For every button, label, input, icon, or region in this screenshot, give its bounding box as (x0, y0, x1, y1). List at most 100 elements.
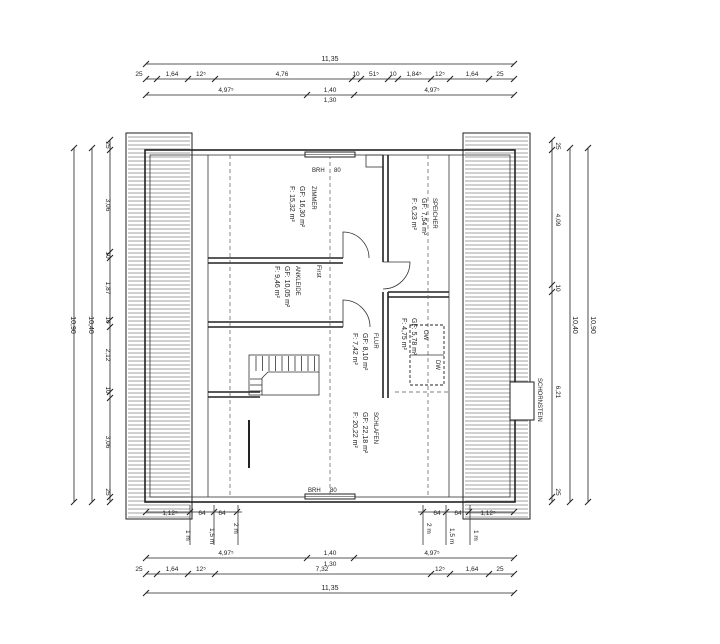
dim-top-10: 1,64 (466, 71, 479, 78)
dim-tick (548, 288, 556, 296)
dim-tick (446, 75, 454, 83)
dim-left-9: 25 (104, 488, 111, 496)
dim-tick (548, 281, 556, 289)
dim-bottom-upper-sub: 1,30 (324, 561, 337, 568)
dim-bl-3: 64 (218, 510, 226, 517)
left-dimension-chains: 10,90 10,40 25 3,06 10 1,87 10 2,12 10 3… (69, 136, 114, 506)
dim-tick (153, 570, 161, 578)
dim-bottom-upper-3: 4,97⁵ (424, 550, 440, 557)
dim-bottom-6: 1,64 (466, 566, 479, 573)
dim-br-3: 1,12⁵ (480, 510, 496, 517)
dim-right-1: 25 (554, 142, 561, 150)
dim-left-2: 3,06 (104, 199, 111, 212)
dim-tick (427, 570, 435, 578)
dim-top-lower-1: 4,97⁵ (218, 87, 234, 94)
room-speicher: SPEICHER GF: 7,54 m² F: 6,23 m² (410, 198, 437, 236)
dim-bottom-2: 1,64 (166, 566, 179, 573)
room-speicher-gf: GF: 7,54 m² (420, 198, 427, 236)
room-flur-name: FLUR (372, 333, 378, 349)
dim-top-lower-2: 1,40 (324, 87, 337, 94)
door-swings (342, 231, 411, 328)
dim-tick (394, 75, 402, 83)
bottom-dimension-chains: 4,97⁵ 1,40 4,97⁵ 1,30 25 1,64 12⁵ 7,32 1… (135, 550, 518, 597)
dim-top-3: 12⁵ (196, 71, 206, 78)
dim-tick (106, 316, 114, 324)
dim-tick (510, 570, 518, 578)
room-bad: GF: 5,78 m² F: 4,75 m² (400, 318, 417, 356)
dim-top-8: 1,84⁵ (406, 71, 422, 78)
dim-bottom-1: 25 (135, 566, 143, 573)
room-zimmer-name: ZIMMER (310, 186, 316, 210)
dim-top-5: 10 (352, 71, 360, 78)
dim-bottom-upper-2: 1,40 (324, 550, 337, 557)
room-zimmer-gf: GF: 16,30 m² (298, 186, 305, 228)
room-flur: FLUR GF: 8,10 m² F: 7,42 m² (351, 333, 378, 371)
room-zimmer: ZIMMER GF: 16,30 m² F: 15,32 m² (288, 186, 316, 228)
dim-right-2: 4,09 (554, 214, 561, 227)
dim-bottom-3: 12⁵ (196, 566, 206, 573)
height-lines (229, 155, 449, 497)
room-bad-f: F: 4,75 m² (400, 318, 407, 351)
top-dimension-chains: 11,35 25 1,64 12⁵ 4,76 10 51⁵ 10 1,84⁵ 1… (135, 56, 518, 104)
dim-tick (348, 75, 356, 83)
window-top (304, 151, 356, 158)
dim-bottom-5: 12⁵ (435, 566, 445, 573)
dim-right-3: 10 (554, 284, 561, 292)
dim-tick (106, 388, 114, 396)
dim-tick (510, 75, 518, 83)
dim-tick (446, 570, 454, 578)
dim-tick (106, 146, 114, 154)
room-schlafen-f: F: 20,22 m² (351, 412, 358, 448)
roof-eave-right (462, 132, 531, 520)
dim-tick (106, 254, 114, 262)
room-zimmer-f: F: 15,32 m² (288, 186, 295, 222)
roof-eave-left (125, 132, 193, 520)
room-bad-name: BAD (422, 302, 428, 315)
right-outer-dim: 10,90 (589, 316, 596, 334)
dim-tick (106, 323, 114, 331)
room-speicher-name: SPEICHER (431, 198, 437, 229)
dim-bottom-7: 25 (496, 566, 504, 573)
dim-tick (384, 75, 392, 83)
dim-tick (106, 394, 114, 402)
dim-tick (142, 75, 150, 83)
room-flur-f: F: 7,42 m² (351, 333, 358, 366)
dim-tick (548, 146, 556, 154)
staircase (248, 354, 320, 396)
dim-tick (211, 75, 219, 83)
right-dimension-chains: 25 4,09 10 6,21 25 10,40 10,90 (548, 136, 596, 506)
dim-tick (548, 498, 556, 506)
dim-top-2: 1,64 (166, 71, 179, 78)
dim-tick (153, 75, 161, 83)
room-schlafen-gf: GF: 22,18 m² (361, 412, 368, 454)
dim-top-6: 51⁵ (369, 71, 379, 78)
room-ankleide: ANKLEIDE GF: 10,05 m² F: 9,46 m² (273, 266, 300, 308)
chimney (509, 381, 535, 421)
dim-tick (548, 493, 556, 501)
height-2m-right: 2 m (425, 523, 432, 534)
dim-tick (485, 75, 493, 83)
ridge-label: First (315, 265, 322, 278)
dim-bottom-4: 7,32 (316, 566, 329, 573)
dim-tick (106, 498, 114, 506)
top-overall-dim: 11,35 (322, 56, 339, 63)
room-schlafen: SCHLAFEN GF: 22,18 m² F: 20,22 m² (351, 412, 378, 454)
dim-top-lower-sub: 1,30 (324, 97, 337, 104)
right-mid-dim: 10,40 (571, 316, 578, 334)
height-15m-right: 1,5 m (448, 528, 455, 544)
brh-label-top: BRH (312, 168, 325, 174)
dim-right-5: 25 (554, 488, 561, 496)
ow-label: OW (422, 330, 428, 341)
brh-value-top: 80 (334, 168, 341, 174)
dim-left-7: 10 (104, 386, 111, 394)
room-bad-gf: GF: 5,78 m² (410, 318, 417, 356)
dim-top-11: 25 (496, 71, 504, 78)
room-ankleide-name: ANKLEIDE (294, 266, 300, 296)
dim-left-8: 3,06 (104, 436, 111, 449)
dim-tick (184, 75, 192, 83)
dim-tick (106, 136, 114, 144)
dim-left-1: 25 (104, 141, 111, 149)
dim-bottom-upper-1: 4,97⁵ (218, 550, 234, 557)
dim-top-4: 4,76 (276, 71, 289, 78)
